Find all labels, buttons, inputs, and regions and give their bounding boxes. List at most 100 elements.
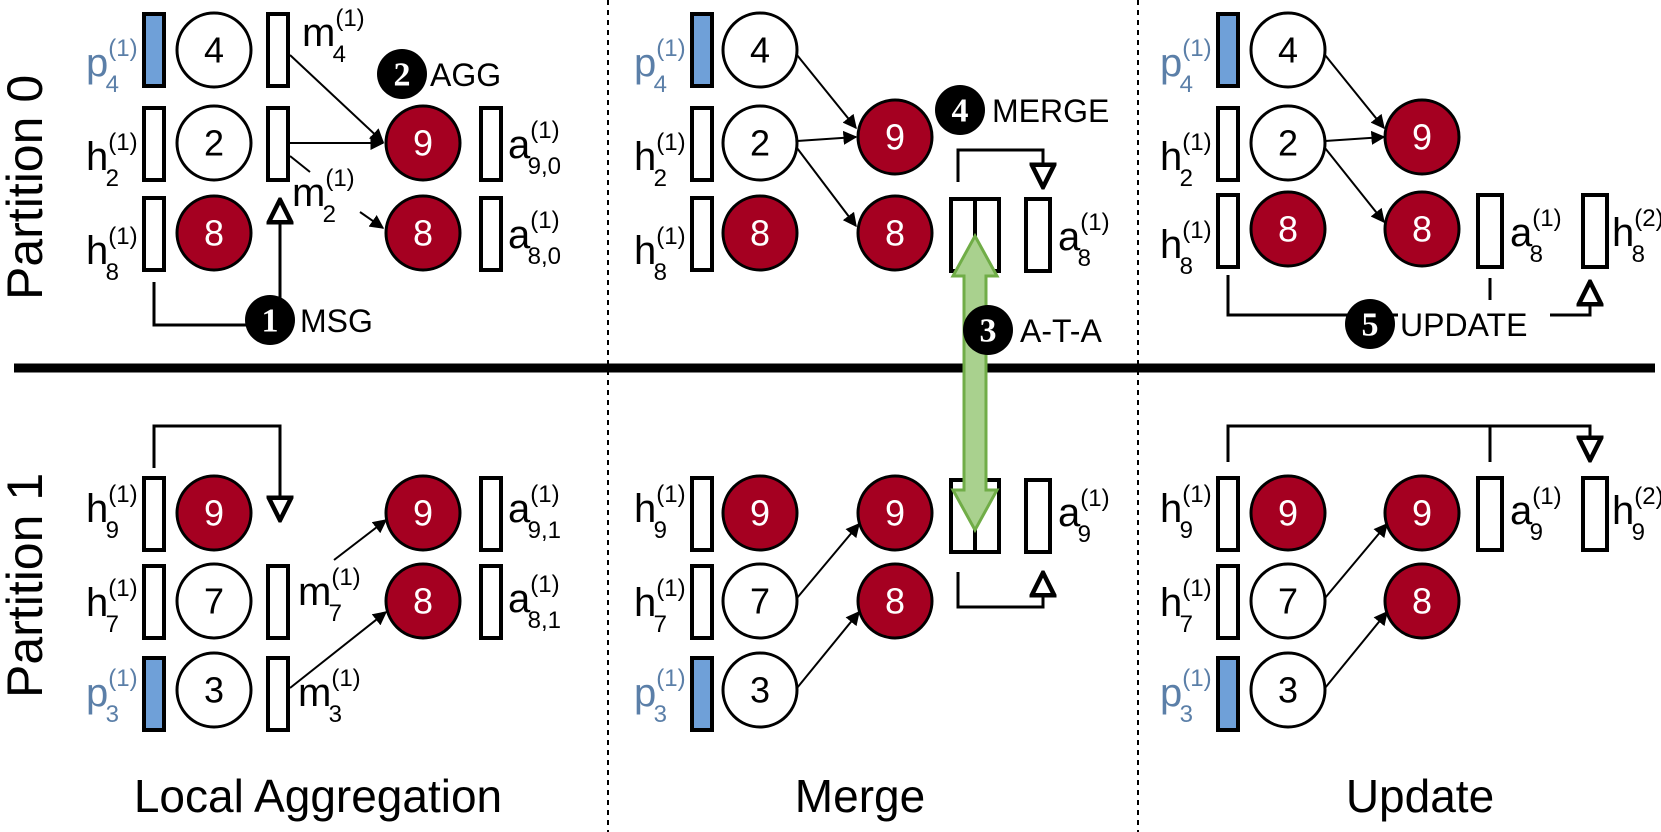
feature-box-8 [142, 196, 166, 272]
step-5-label: UPDATE [1400, 307, 1527, 343]
label-a81: a(1)8,1 [508, 571, 561, 634]
feature-box-7 [142, 564, 166, 640]
node-8-label: 8 [204, 213, 224, 254]
update-node-9-label: 9 [1278, 493, 1298, 534]
merge-feature-box-8 [690, 196, 714, 272]
node-4 [175, 11, 253, 89]
update-edge-3-8 [1324, 610, 1388, 689]
step-3-number: 3 [980, 313, 997, 350]
merge-label-h7: h(1)7 [634, 575, 686, 638]
label-m4: m(1)4 [302, 5, 365, 68]
column-title-local-aggregation: Local Aggregation [134, 770, 502, 822]
node-8 [175, 194, 253, 272]
agg-node-9-label: 9 [413, 123, 433, 164]
label-h8: h(1)8 [86, 223, 138, 286]
merge-flow-bottom [956, 572, 1043, 609]
update-target-8-label: 8 [1412, 209, 1432, 250]
update-label-p4: p(1)4 [1160, 35, 1212, 98]
edge-m3-to-8 [289, 611, 388, 689]
update-target-9-p1 [1383, 474, 1461, 552]
step-4-badge [935, 85, 985, 135]
update-label-p3: p(1)3 [1160, 665, 1212, 728]
update-node-7-label: 7 [1278, 581, 1298, 622]
update-target-8-p1 [1383, 562, 1461, 640]
label-h9: h(1)9 [86, 481, 138, 544]
label-h2: h(1)2 [86, 129, 138, 192]
merge-node-2 [721, 104, 799, 182]
merge-flow-top [956, 148, 1043, 185]
update-node-7 [1249, 562, 1327, 640]
node-2-label: 2 [204, 123, 224, 164]
merge-node-9-label: 9 [750, 493, 770, 534]
update-label-h7: h(1)7 [1160, 575, 1212, 638]
update-feature-box-7 [1216, 564, 1240, 640]
agg-node-8-p1 [384, 562, 462, 640]
merge-label-p4: p(1)4 [634, 35, 686, 98]
update-label-h8-2: h(2)8 [1612, 205, 1661, 268]
merge-target-8-p1-label: 8 [885, 581, 905, 622]
update-feature-box-9 [1216, 476, 1240, 552]
update-node-2 [1249, 104, 1327, 182]
label-m7: m(1)7 [298, 564, 361, 627]
merge-edge-2-9 [796, 130, 858, 145]
node-9 [175, 474, 253, 552]
merge-node-3 [721, 651, 799, 729]
merge-node-7-label: 7 [750, 581, 770, 622]
merge-node-2-label: 2 [750, 123, 770, 164]
column-title-merge: Merge [795, 770, 925, 822]
agg-node-8-label: 8 [413, 213, 433, 254]
merge-target-9-label: 9 [885, 117, 905, 158]
agg-node-9 [384, 104, 462, 182]
update-edge-2-8 [1324, 147, 1385, 224]
agg-box-8-0 [479, 196, 503, 272]
agg-box-8-1 [479, 564, 503, 640]
merge-target-9-p1-label: 9 [885, 493, 905, 534]
update-edge-4-9 [1324, 54, 1385, 130]
update-node-3 [1249, 651, 1327, 729]
merge-target-9-p1 [856, 474, 934, 552]
msg-box-4 [266, 12, 290, 88]
step-3-label: A-T-A [1020, 313, 1102, 349]
update-edge-2-9 [1324, 130, 1386, 145]
label-a90: a(1)9,0 [508, 117, 561, 180]
pre-agg-box-3 [142, 656, 166, 732]
step-5-badge [1345, 299, 1395, 349]
update-target-9-p1-label: 9 [1412, 493, 1432, 534]
update-agg-box-9 [1476, 476, 1504, 552]
merge-target-8-label: 8 [885, 213, 905, 254]
node-3-label: 3 [204, 670, 224, 711]
label-p3: p(1)3 [86, 665, 138, 728]
step-1-badge [245, 295, 295, 345]
step-2-badge [377, 49, 427, 99]
update-agg-box-8 [1476, 193, 1504, 269]
merge-edge-7-9 [796, 522, 860, 599]
merge-node-7 [721, 562, 799, 640]
step-2-number: 2 [394, 57, 411, 94]
update-label-h9-2: h(2)9 [1612, 483, 1661, 546]
update-node-3-label: 3 [1278, 670, 1298, 711]
pre-agg-box-4 [142, 12, 166, 88]
agg-node-9-p1-label: 9 [413, 493, 433, 534]
update-out-box-8 [1581, 193, 1609, 269]
label-m2: m(1)2 [292, 165, 355, 228]
step-1-label: MSG [300, 303, 373, 339]
merge-target-8 [856, 194, 934, 272]
update-label-a8: a(1)8 [1510, 205, 1562, 268]
merge-feature-box-2 [690, 106, 714, 182]
update-pre-agg-box-4 [1216, 12, 1240, 88]
step-5-number: 5 [1362, 307, 1379, 344]
agg-node-9-p1 [384, 474, 462, 552]
merge-pre-agg-box-3 [690, 656, 714, 732]
update-node-4 [1249, 11, 1327, 89]
merge-node-4-label: 4 [750, 30, 770, 71]
feature-box-9 [142, 476, 166, 552]
update-label-h8: h(1)8 [1160, 217, 1212, 280]
partition-0-title: Partition 0 [0, 75, 53, 300]
update-out-box-9 [1581, 476, 1609, 552]
update-node-8 [1249, 190, 1327, 268]
update-target-9-label: 9 [1412, 117, 1432, 158]
node-7 [175, 562, 253, 640]
merge-feature-box-7 [690, 564, 714, 640]
merge-label-p3: p(1)3 [634, 665, 686, 728]
